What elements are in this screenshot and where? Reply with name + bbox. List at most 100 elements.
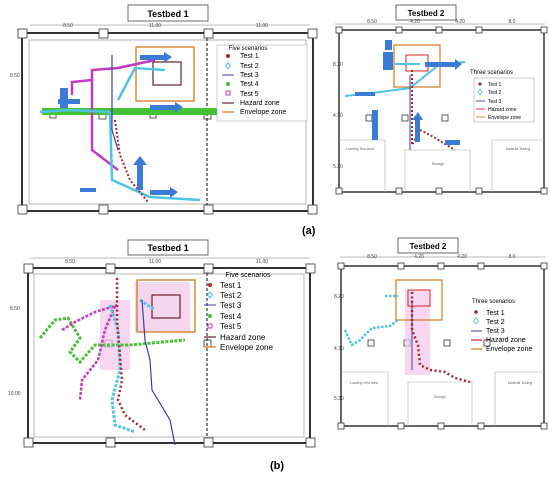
dim-label: 11.00 bbox=[256, 259, 268, 265]
legend-label: Test 3 bbox=[240, 72, 259, 79]
legend-label: Test 3 bbox=[486, 328, 505, 335]
legend-label: Envelope zone bbox=[220, 343, 273, 352]
legend-title: Five scenarios bbox=[225, 272, 271, 279]
test-2-path bbox=[108, 298, 156, 434]
panel-b-testbed-2: Testbed 2 8.50 4.20 4.20 8.0 8.20 4.30 5… bbox=[334, 237, 548, 430]
panel-title: Testbed 2 bbox=[410, 242, 447, 251]
legend-items: Five scenarios Test 1 Test 2 Test 3 Test… bbox=[204, 272, 273, 352]
dim-label: 10.00 bbox=[8, 391, 21, 397]
legend-label: Test 1 bbox=[486, 310, 505, 317]
panel-a-testbed-2: Testbed 2 8.50 4.20 4.20 8.0 8.20 4.30 5… bbox=[333, 4, 548, 195]
test-2-path bbox=[39, 66, 201, 202]
test-5-path bbox=[70, 58, 156, 171]
dim-label: 11.00 bbox=[149, 259, 161, 265]
legend-items: Test 1 Test 2 Test 3 Hazard zone Envelop… bbox=[476, 82, 521, 121]
test-1-path bbox=[114, 119, 149, 203]
test-3-path bbox=[141, 299, 176, 446]
test-3-path bbox=[111, 55, 119, 151]
floorplan-inner-wall bbox=[33, 273, 305, 438]
dim-label: 4.30 bbox=[333, 113, 343, 119]
dim-label: 4.20 bbox=[455, 19, 465, 25]
test-1-path bbox=[115, 278, 146, 431]
legend-label: Hazard zone bbox=[220, 333, 266, 342]
panel-title: Testbed 1 bbox=[147, 243, 188, 253]
dim-label: 8.50 bbox=[10, 73, 20, 79]
dim-label: 8.50 bbox=[10, 306, 20, 312]
test-2-path bbox=[344, 61, 466, 97]
trajectory-highlight bbox=[405, 290, 430, 375]
legend-label: Hazard zone bbox=[240, 100, 280, 107]
columns bbox=[337, 262, 548, 430]
dim-label: 8.50 bbox=[367, 19, 377, 25]
envelope-zone bbox=[136, 279, 196, 333]
room-label: Material Testing bbox=[506, 147, 531, 151]
dim-label: 4.20 bbox=[410, 19, 420, 25]
legend-label: Test 1 bbox=[240, 53, 259, 60]
room-label: Material Testing bbox=[508, 381, 533, 385]
legend-label: Hazard zone bbox=[486, 337, 526, 344]
legend-title: Three scenarios bbox=[470, 70, 513, 76]
hazard-zone bbox=[152, 61, 182, 86]
dim-label: 4.30 bbox=[334, 346, 344, 352]
dim-label: 11.00 bbox=[256, 23, 268, 29]
panel-title-box bbox=[127, 4, 209, 22]
legend-label: Envelope zone bbox=[488, 115, 521, 121]
floorplan-wall bbox=[21, 32, 314, 212]
panel-title: Testbed 1 bbox=[147, 9, 188, 19]
dim-label: 8.0 bbox=[509, 19, 516, 25]
legend-label: Test 5 bbox=[240, 91, 259, 98]
legend-items: Test 1 Test 2 Test 3 Test 4 Test 5 Hazar… bbox=[222, 53, 286, 116]
legend-label: Hazard zone bbox=[488, 107, 517, 113]
test-4-path bbox=[42, 108, 217, 115]
dim-label: 5.30 bbox=[333, 164, 343, 170]
room-outlines bbox=[339, 139, 544, 192]
legend-label: Test 1 bbox=[220, 281, 242, 290]
hazard-zone bbox=[407, 289, 431, 307]
caption-b: (b) bbox=[270, 460, 284, 472]
legend-label: Test 1 bbox=[488, 82, 502, 88]
dim-label: 8.50 bbox=[63, 23, 73, 29]
room-outlines bbox=[341, 371, 544, 426]
dim-label: 11.00 bbox=[149, 23, 161, 29]
floorplan-wall bbox=[27, 267, 311, 444]
room-label: Storage bbox=[434, 395, 446, 399]
legend-box bbox=[216, 44, 308, 122]
panel-title-box bbox=[397, 237, 459, 254]
legend-label: Test 5 bbox=[220, 322, 242, 331]
legend-box bbox=[473, 77, 535, 123]
room-label: Loading Test Area bbox=[346, 147, 374, 151]
room-label: Storage bbox=[432, 162, 444, 166]
columns bbox=[335, 26, 548, 195]
dim-label: 8.0 bbox=[509, 254, 516, 260]
dim-label: 8.20 bbox=[333, 62, 343, 68]
legend-title: Five scenarios bbox=[229, 46, 268, 52]
dim-label: 8.20 bbox=[334, 294, 344, 300]
dim-label: 5.30 bbox=[334, 396, 344, 402]
dim-label: 4.20 bbox=[414, 254, 424, 260]
dim-label: 4.20 bbox=[457, 254, 467, 260]
legend-label: Test 2 bbox=[240, 63, 259, 70]
trajectory-highlight bbox=[100, 282, 190, 370]
legend-title: Three scenarios bbox=[472, 299, 515, 305]
legend-label: Test 4 bbox=[220, 312, 242, 321]
panel-title: Testbed 2 bbox=[408, 9, 445, 18]
panel-title-box bbox=[395, 4, 457, 21]
legend-label: Test 2 bbox=[486, 319, 505, 326]
legend-label: Envelope zone bbox=[240, 109, 286, 116]
legend-label: Test 2 bbox=[488, 90, 502, 96]
legend-label: Test 3 bbox=[488, 99, 502, 105]
panel-title-box bbox=[127, 239, 209, 256]
floorplan-inner-wall bbox=[28, 39, 307, 205]
test-2-path bbox=[343, 294, 399, 347]
room-label: Loading Test Area bbox=[350, 381, 378, 385]
envelope-zone bbox=[135, 46, 195, 102]
legend-items: Three scenarios Test 1 Test 2 Test 3 Haz… bbox=[471, 299, 532, 353]
caption-a: (a) bbox=[302, 225, 316, 237]
legend-label: Test 4 bbox=[240, 81, 259, 88]
legend-label: Test 3 bbox=[220, 301, 242, 310]
test-5-path bbox=[61, 304, 118, 401]
legend-label: Envelope zone bbox=[486, 346, 532, 353]
dim-label: 8.50 bbox=[65, 259, 75, 265]
legend-label: Test 2 bbox=[220, 291, 242, 300]
